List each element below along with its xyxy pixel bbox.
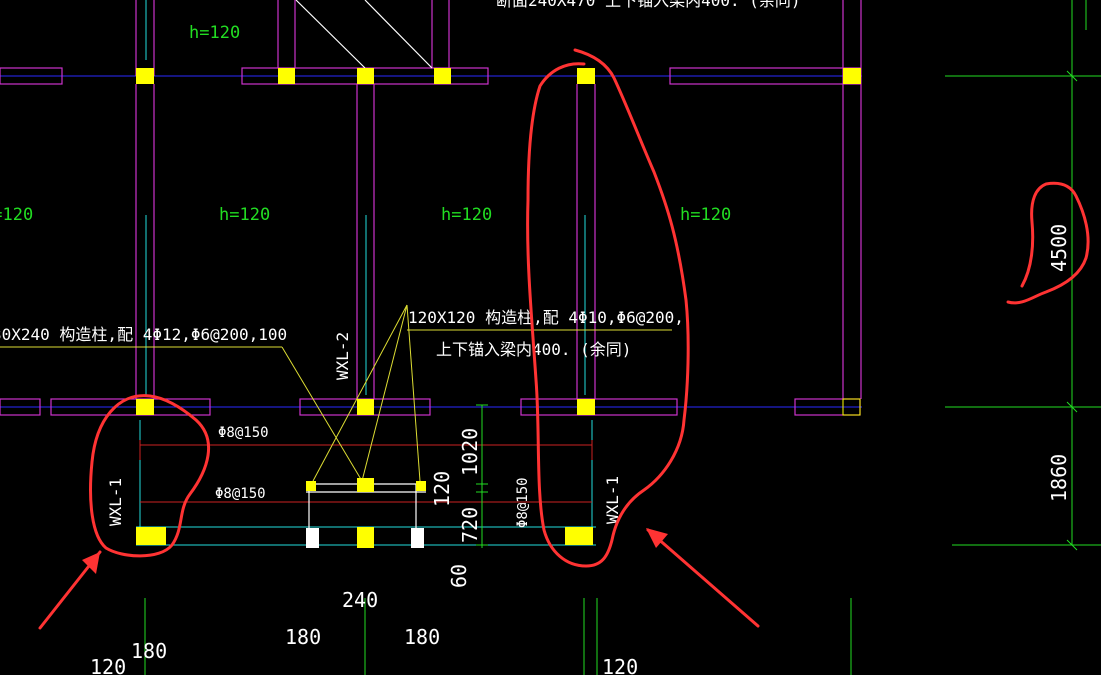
dim-180-a: 180 [285, 625, 321, 649]
leader-lines [0, 304, 672, 482]
arrow-shaft-right [646, 528, 760, 628]
column [357, 478, 374, 492]
column [357, 527, 374, 548]
columns [136, 68, 861, 548]
slab-label-right: h=120 [680, 205, 731, 225]
rebar-label-vertical: Φ8@150 [515, 477, 531, 528]
column [434, 68, 451, 84]
dimension-lines [144, 0, 1101, 675]
note-top-cut: 断面240X470 上下锚入梁内400. (余同) [496, 0, 801, 10]
column [357, 399, 374, 415]
column [136, 68, 154, 84]
dim-240: 240 [342, 588, 378, 612]
column [843, 68, 861, 84]
slab-label-mid2: h=120 [441, 205, 492, 225]
note-column-left: 30X240 构造柱,配 4Φ12,Φ6@200,100 [0, 325, 287, 344]
dim-120-bottom-right: 120 [602, 655, 638, 675]
dim-1860: 1860 [1047, 454, 1071, 502]
rebar-lines [139, 440, 593, 503]
dim-60: 60 [447, 564, 471, 588]
rebar-label-lower: Φ8@150 [215, 486, 266, 502]
beam-label-wxl1-right: WXL-1 [603, 476, 622, 524]
dim-180-b: 180 [404, 625, 440, 649]
white-blocks [306, 528, 424, 548]
red-arrowheads [82, 528, 668, 574]
column [306, 481, 316, 491]
dim-720: 720 [458, 507, 482, 543]
column [416, 481, 426, 491]
dim-180-bottom-left: 180 [131, 639, 167, 663]
arrow-head-right [646, 528, 668, 548]
slab-label-mid1: h=120 [219, 205, 270, 225]
column [357, 68, 374, 84]
column [278, 68, 295, 84]
markup-loop-right [526, 48, 690, 568]
column [577, 399, 595, 415]
markup-loop-left [89, 394, 211, 558]
column-outline [842, 398, 861, 416]
rebar-label-upper: Φ8@150 [218, 425, 269, 441]
markup-loop-dimension [1006, 181, 1090, 305]
column [136, 527, 166, 545]
column [136, 399, 154, 415]
slab-label-top: h=120 [189, 23, 240, 43]
dim-1020: 1020 [458, 428, 482, 476]
dim-120-bottom-left: 120 [90, 655, 126, 675]
column [577, 68, 595, 84]
column [565, 527, 593, 545]
white-block [306, 528, 319, 548]
note-column-right-line1: 120X120 构造柱,配 4Φ10,Φ6@200, [408, 308, 684, 327]
slab-label-left: h=120 [0, 205, 33, 225]
white-block [411, 528, 424, 548]
beam-outlines-vertical [135, 0, 862, 399]
beam-label-wxl1-left: WXL-1 [106, 478, 125, 526]
arrow-head-left [82, 552, 100, 574]
dim-4500: 4500 [1047, 224, 1071, 272]
beam-label-wxl2: WXL-2 [333, 332, 352, 380]
axis-lines [0, 75, 862, 408]
beam-outlines-horizontal [0, 67, 861, 416]
dim-120-side: 120 [430, 471, 454, 507]
